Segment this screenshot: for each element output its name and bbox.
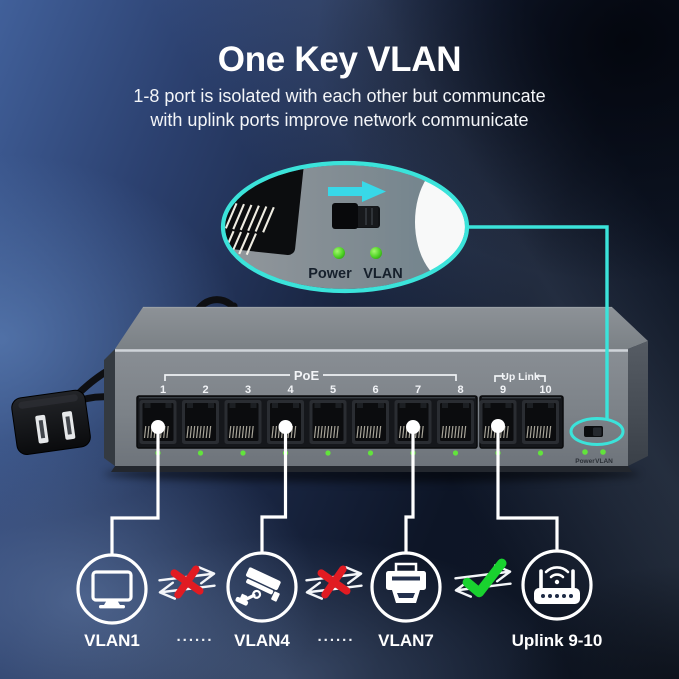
vlan1-circle	[76, 553, 148, 625]
rj45-port	[308, 399, 348, 445]
callout-rj45-port	[225, 165, 304, 256]
toggle-highlight-ring	[569, 417, 625, 446]
callout-power-led	[333, 247, 345, 259]
port-number: 6	[372, 384, 378, 396]
callout-vlan-label: VLAN	[363, 266, 402, 282]
subtitle-line-2: with uplink ports improve network commun…	[150, 110, 529, 130]
zoom-callout: Power VLAN	[220, 160, 470, 294]
rj45-port	[181, 399, 220, 445]
router-icon	[534, 566, 580, 604]
ellipsis-separator: ......	[176, 628, 214, 645]
vlan-led-label: VLAN	[595, 458, 613, 465]
ellipsis-separator: ......	[317, 628, 355, 645]
printer-icon	[386, 562, 426, 603]
port-number: 9	[500, 384, 506, 396]
blocked-x-icon	[170, 565, 204, 599]
callout-vlan-led	[370, 247, 382, 259]
rj45-port	[521, 399, 560, 445]
power-plug-icon	[11, 389, 91, 455]
rj45-port	[351, 399, 390, 445]
rj45-port	[223, 399, 263, 445]
uplink-circle	[521, 549, 593, 621]
vlan7-circle	[370, 551, 442, 623]
poe-group-label: PoE	[294, 368, 320, 383]
poe-switch-device: 1 2 3 4 5 6 7 8 9 10 PoE Up Link	[104, 306, 648, 482]
monitor-icon	[91, 570, 133, 609]
port-anchor-dots	[151, 419, 505, 434]
callout-power-label: Power	[308, 266, 352, 282]
device-label-vlan4: VLAN4	[234, 631, 290, 650]
device-label-vlan1: VLAN1	[84, 631, 140, 650]
power-led-label: Power	[575, 458, 595, 465]
slide-arrow-icon	[328, 181, 386, 202]
page-title: One Key VLAN	[217, 40, 462, 79]
port-connector-lines	[110, 427, 559, 555]
blocked-x-icon	[317, 565, 351, 599]
device-label-uplink: Uplink 9-10	[511, 631, 603, 650]
callout-glare	[415, 165, 465, 284]
callout-vlan-toggle	[332, 203, 380, 229]
port-number: 3	[245, 384, 251, 396]
power-led	[582, 449, 588, 455]
subtitle-line-1: 1-8 port is isolated with each other but…	[133, 86, 546, 106]
callout-pointer-line	[467, 225, 609, 419]
port-number: 2	[202, 384, 208, 396]
vlan4-circle	[226, 551, 298, 623]
allowed-check-icon	[462, 558, 507, 598]
uplink-bracket	[494, 375, 546, 382]
poe-bracket	[164, 374, 457, 381]
rj45-port	[436, 399, 475, 445]
uplink-group-label: Up Link	[501, 371, 540, 383]
port-number: 8	[457, 384, 463, 396]
device-label-vlan7: VLAN7	[378, 631, 434, 650]
port-number: 10	[539, 384, 551, 396]
port-number: 7	[415, 384, 421, 396]
subtitle: 1-8 port is isolated with each other but…	[0, 84, 679, 132]
vlan-toggle-switch	[584, 426, 603, 437]
port-number: 4	[287, 384, 294, 396]
port-number: 5	[330, 384, 336, 396]
camera-icon	[235, 567, 281, 606]
port-number: 1	[160, 384, 166, 396]
vlan-led	[600, 449, 606, 455]
